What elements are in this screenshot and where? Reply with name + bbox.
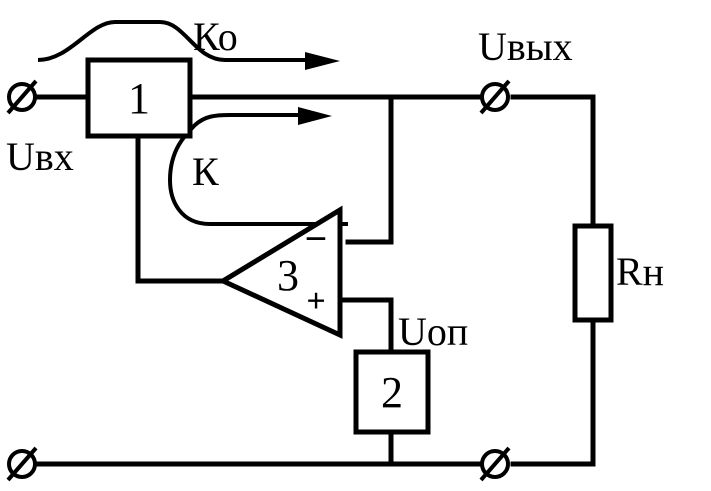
opamp-label: 3 (277, 251, 299, 300)
block-2: 2 (353, 349, 431, 435)
k0-curve (37, 20, 310, 62)
output-voltage-label: Uвых (478, 24, 573, 69)
reference-wire (337, 297, 394, 355)
k0-label: Ко (193, 14, 238, 59)
output-terminal-icon (479, 79, 511, 115)
wires (35, 94, 596, 467)
block-2-label: 2 (381, 368, 403, 417)
k-arrow-icon (298, 107, 332, 125)
k-curve (167, 113, 348, 226)
input-voltage-label: Uвх (6, 134, 74, 179)
reference-voltage-label: Uоп (398, 309, 468, 354)
load-bottom-wire (510, 317, 596, 467)
block-1: 1 (85, 57, 193, 139)
ground-terminal-left-icon (6, 446, 38, 482)
feedback-wire (345, 94, 394, 245)
control-wire (135, 133, 226, 284)
ground-terminal-right-icon (479, 446, 511, 482)
block-1-label: 1 (128, 74, 150, 123)
k0-arrow-icon (305, 52, 340, 70)
terminals (6, 79, 511, 482)
input-terminal-icon (6, 79, 38, 115)
load-resistor-label: Rн (616, 249, 664, 294)
inverting-input-label: − (305, 216, 328, 261)
load-top-wire (510, 94, 596, 229)
k-label: К (192, 149, 219, 194)
signal-curves (37, 20, 348, 226)
load-resistor (572, 223, 614, 323)
opamp-3: 3 − + (217, 205, 343, 339)
noninverting-input-label: + (306, 283, 325, 320)
